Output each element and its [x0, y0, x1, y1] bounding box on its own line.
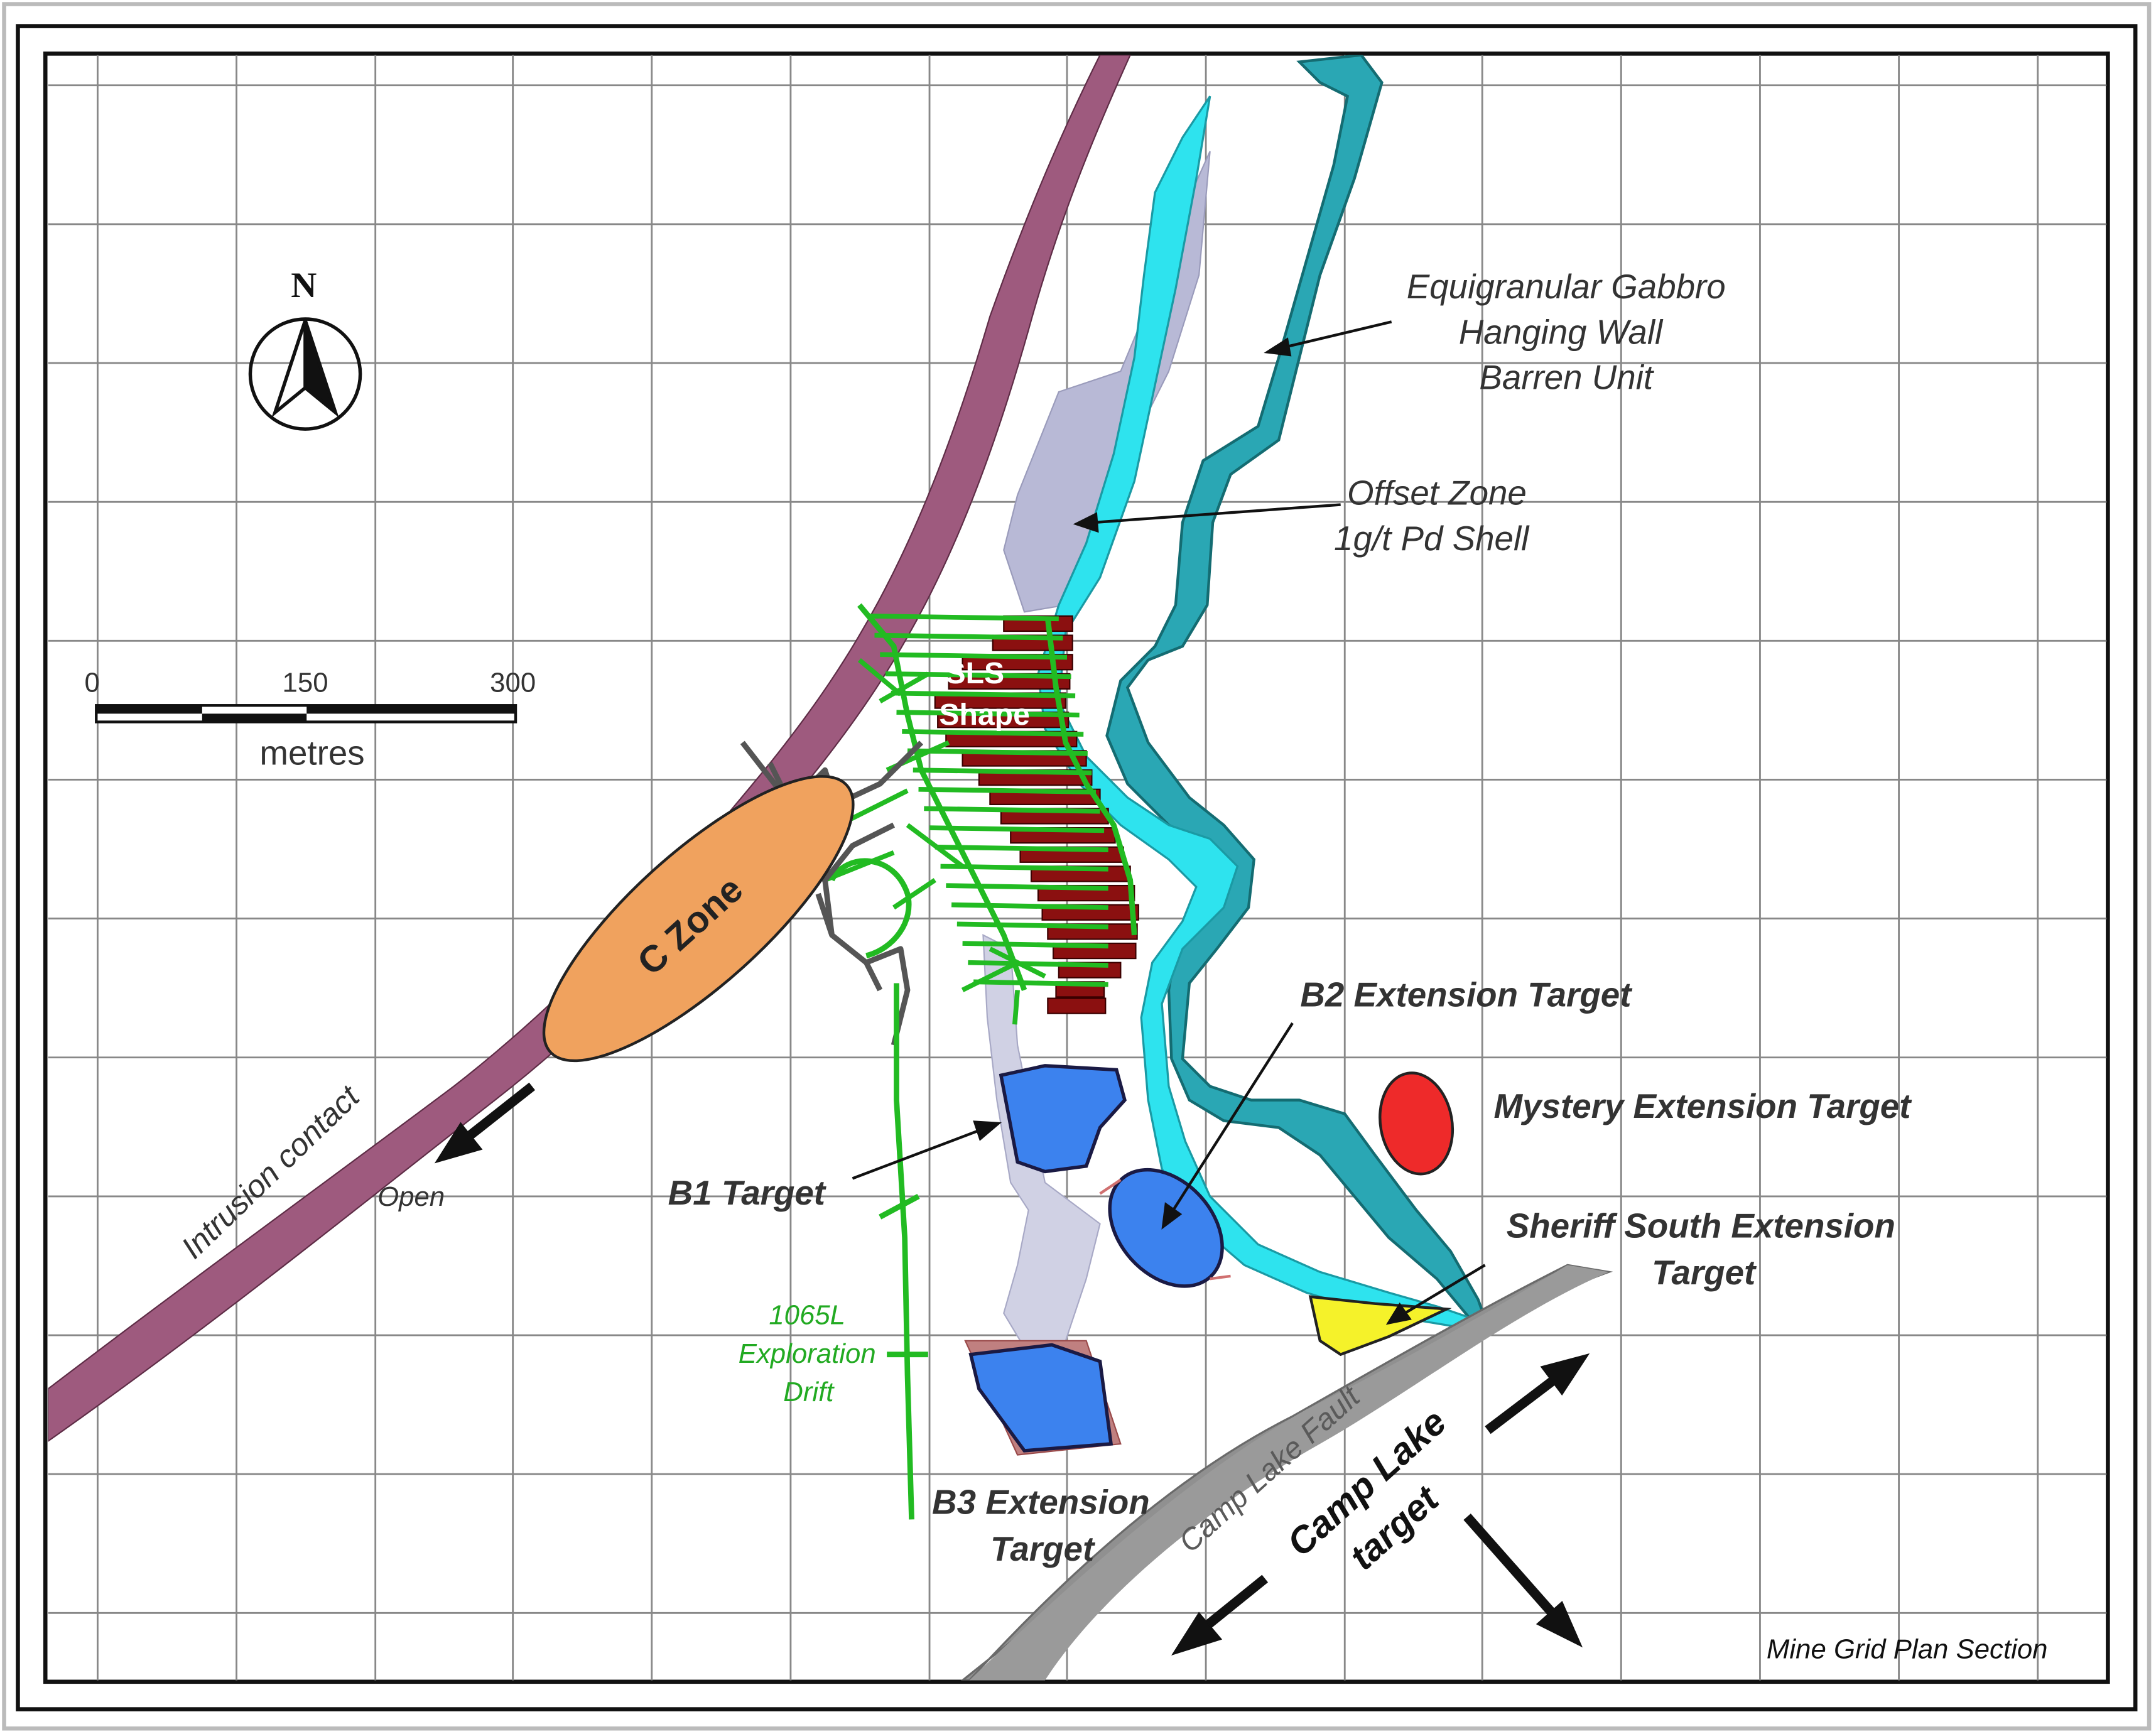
outer-frame: [16, 24, 2138, 1711]
drift-crosscut: [1012, 990, 1020, 1025]
drift-crosscut: [857, 658, 902, 696]
scale-tick-0: 0: [85, 667, 100, 698]
drift-crosscut: [946, 883, 1108, 891]
drift-crosscut: [973, 979, 1108, 987]
drift-crosscut: [907, 748, 1088, 756]
drift-crosscut: [879, 671, 929, 703]
drift-crosscut: [968, 960, 1108, 968]
b2-target: [1108, 1168, 1224, 1288]
drift-crosscut: [902, 729, 1084, 737]
sheriff-south-target: [1308, 1295, 1452, 1357]
drift-label-line-2: Exploration: [739, 1338, 876, 1369]
offset-zone-label: Offset Zone 1g/t Pd Shell: [1334, 474, 1530, 558]
c-zone-ellipse: [542, 775, 855, 1063]
b1-target: [999, 1064, 1127, 1174]
drift-crosscut: [891, 690, 1076, 698]
scale-tick-150: 150: [283, 667, 328, 698]
b3-label-line-2: Target: [990, 1529, 1096, 1568]
gabbro-label: Equigranular Gabbro Hanging Wall Barren …: [1407, 267, 1726, 397]
b3-label-line-1: B3 Extension: [932, 1483, 1150, 1522]
drift-crosscut: [929, 825, 1105, 833]
b3-target: [968, 1343, 1113, 1453]
sheriff-label-line-1: Sheriff South Extension: [1507, 1206, 1895, 1245]
open-label: Open: [377, 1181, 445, 1212]
drift-crosscut: [896, 710, 1080, 718]
gabbro-label-line-1: Equigranular Gabbro: [1407, 267, 1726, 306]
drift-crosscut: [934, 844, 1108, 852]
drift-label-line-3: Drift: [783, 1377, 835, 1407]
scale-tick-300: 300: [490, 667, 536, 698]
drift-crosscut: [924, 806, 1100, 814]
gabbro-label-line-3: Barren Unit: [1479, 358, 1655, 397]
offset-zone-label-line-1: Offset Zone: [1347, 474, 1527, 512]
offset-zone-label-line-2: 1g/t Pd Shell: [1334, 519, 1530, 558]
drift-crosscut: [940, 864, 1108, 872]
sls-label-line-1: SLS: [945, 656, 1004, 690]
mystery-label: Mystery Extension Target: [1494, 1086, 1913, 1125]
b2-halo: [1099, 1178, 1231, 1281]
camp-lake-arrows-icon: [1171, 1353, 1590, 1655]
drift-crosscut: [880, 652, 1068, 660]
sheriff-label-line-2: Target: [1652, 1253, 1757, 1292]
drift-ramp: [829, 858, 912, 958]
drift-crosscut: [956, 921, 1108, 929]
exploration-drift-1065l: [879, 983, 928, 1520]
drift-crosscut: [961, 960, 1019, 992]
drift-crosscut: [892, 878, 936, 910]
scale-unit: metres: [259, 733, 364, 772]
scale-bar: [95, 704, 517, 723]
drift-label-line-1: 1065L: [769, 1300, 845, 1331]
b1-label: B1 Target: [668, 1173, 827, 1212]
drift-crosscut: [869, 614, 1059, 622]
north-arrow-icon: [248, 317, 362, 431]
development-drifts: [824, 603, 1137, 1025]
drift-crosscut: [913, 767, 1092, 776]
drift-crosscut: [918, 786, 1097, 795]
drift-crosscut: [885, 671, 1071, 680]
drift-crosscut: [906, 823, 964, 869]
gabbro-label-line-2: Hanging Wall: [1459, 312, 1664, 351]
open-arrow-icon: [434, 1082, 536, 1164]
leader-arrows: [852, 320, 1486, 1325]
mystery-target: [1379, 1071, 1454, 1176]
sls-label-line-2: Shape: [939, 698, 1030, 732]
drift-crosscut: [951, 902, 1108, 910]
camp-lake-fault-band-fill: [969, 1265, 1609, 1681]
drift-crosscut: [989, 946, 1046, 978]
drift-crosscut: [962, 941, 1108, 949]
north-letter: N: [291, 266, 317, 305]
b2-label: B2 Extension Target: [1300, 975, 1633, 1014]
mine-grid-note: Mine Grid Plan Section: [1767, 1634, 2048, 1665]
sls-stope-block: [1047, 997, 1107, 1014]
drift-crosscut: [874, 632, 1063, 641]
